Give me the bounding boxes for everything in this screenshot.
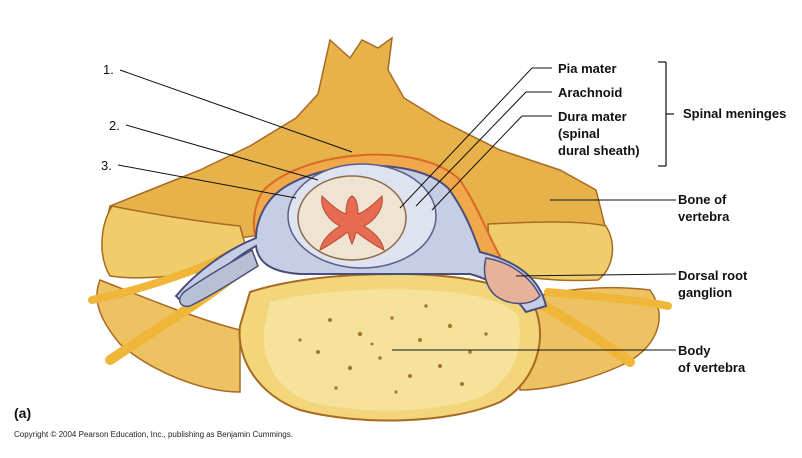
vertebral-body-inner	[263, 289, 521, 411]
label-number-1: 1.	[103, 62, 114, 77]
gray-matter	[319, 194, 385, 251]
lower-lateral-bone	[96, 279, 241, 393]
label-dorsal-root-ganglion-2: ganglion	[678, 285, 733, 300]
label-pia-mater: Pia mater	[558, 61, 617, 76]
label-arachnoid: Arachnoid	[558, 85, 623, 100]
leader-lines-left	[117, 69, 353, 199]
label-dura-mater-3: dural sheath)	[558, 143, 640, 158]
label-body-of-vertebra-2: of vertebra	[678, 360, 746, 375]
label-number-2: 2.	[109, 118, 120, 133]
label-dorsal-root-ganglion-1: Dorsal root	[678, 268, 748, 283]
label-number-3: 3.	[101, 158, 112, 173]
label-bone-of-vertebra-2: vertebra	[678, 209, 730, 224]
copyright-notice: Copyright © 2004 Pearson Education, Inc.…	[14, 430, 293, 439]
leader-lines-right	[392, 67, 677, 351]
label-dura-mater-2: (spinal	[558, 126, 600, 141]
label-spinal-meninges: Spinal meninges	[683, 106, 787, 121]
meninges-bracket	[658, 61, 674, 167]
figure-label: (a)	[14, 405, 32, 421]
label-bone-of-vertebra-1: Bone of	[678, 192, 727, 207]
label-dura-mater-1: Dura mater	[558, 109, 627, 124]
dorsal-root-ganglion-right	[483, 257, 541, 305]
bone-pores	[298, 304, 488, 394]
label-body-of-vertebra-1: Body	[678, 343, 711, 358]
nerve-sheath-left	[179, 248, 259, 308]
spinal-nerve-right-upper	[544, 288, 672, 310]
